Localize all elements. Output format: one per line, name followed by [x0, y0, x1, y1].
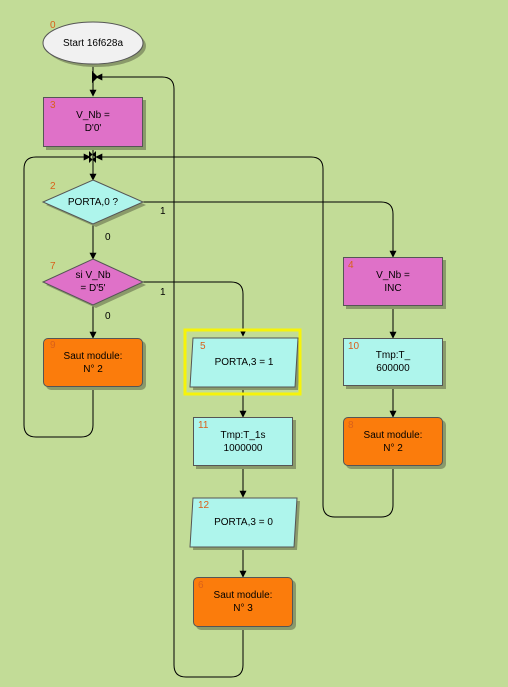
connectors	[23, 63, 397, 678]
io-node-5-number: 5	[200, 341, 206, 352]
start-node-label: Start 16f628a	[62, 37, 124, 49]
jump-node-6-label: Saut module: N° 3	[213, 590, 273, 614]
start-ellipse[interactable]	[42, 21, 144, 65]
jump-node-9[interactable]: Saut module: N° 2	[43, 338, 143, 387]
io-12-shape[interactable]	[189, 497, 298, 548]
io-node-5-label: PORTA,3 = 1	[214, 357, 274, 368]
process-node-4-label: V_Nb = INC	[376, 269, 410, 294]
decision-node-7[interactable]: si V_Nb = D'5'	[43, 259, 143, 305]
start-node-number: 0	[50, 20, 56, 31]
process-node-3-number: 3	[50, 100, 56, 111]
jump-node-6[interactable]: Saut module: N° 3	[193, 577, 293, 627]
decision-node-7-label: si V_Nb = D'5'	[75, 270, 111, 294]
process-node-3[interactable]: V_Nb = D'0'	[43, 97, 143, 147]
jump-node-9-number: 9	[50, 340, 56, 351]
junction-mid	[89, 151, 96, 163]
decision-7-shape[interactable]	[41, 258, 145, 306]
decision-node-2[interactable]: PORTA,0 ?	[43, 180, 143, 224]
jump-node-8[interactable]: Saut module: N° 2	[343, 417, 443, 466]
edge-label-7-no: 0	[105, 311, 111, 322]
jump-node-9-label: Saut module: N° 2	[63, 350, 123, 375]
jump-node-6-number: 6	[198, 580, 204, 591]
process-node-4-number: 4	[348, 260, 354, 271]
start-node[interactable]: Start 16f628a	[43, 22, 143, 64]
io-node-12[interactable]: PORTA,3 = 0	[190, 498, 297, 547]
io-node-12-number: 12	[198, 500, 210, 511]
timer-node-11-label: Tmp:T_1s 1000000	[220, 429, 266, 454]
decision-2-shape[interactable]	[41, 179, 145, 225]
edge-7-yes-to-5	[143, 281, 247, 337]
process-node-3-label: V_Nb = D'0'	[76, 110, 110, 134]
edge-loop-main	[95, 73, 244, 678]
junction-top	[92, 71, 98, 83]
process-node-4[interactable]: V_Nb = INC	[343, 257, 443, 306]
io-node-5[interactable]: PORTA,3 = 1	[190, 338, 298, 387]
decision-node-2-label: PORTA,0 ?	[67, 196, 119, 208]
timer-node-11-number: 11	[198, 420, 209, 431]
edge-loop-right	[95, 153, 394, 518]
edge-loop-left	[23, 153, 94, 438]
junction-markers	[89, 71, 98, 163]
decision-node-2-number: 2	[50, 181, 56, 192]
io-5-shape[interactable]	[189, 337, 299, 388]
timer-node-11[interactable]: Tmp:T_1s 1000000	[193, 417, 293, 466]
jump-node-8-label: Saut module: N° 2	[363, 429, 423, 454]
edge-label-7-yes: 1	[160, 287, 166, 298]
edge-label-2-no: 0	[105, 232, 111, 243]
selection-highlight	[183, 328, 302, 396]
timer-node-10[interactable]: Tmp:T_ 600000	[343, 338, 443, 386]
edge-2-yes-to-4	[143, 201, 397, 258]
timer-node-10-number: 10	[348, 341, 360, 352]
jump-node-8-number: 8	[348, 420, 354, 431]
timer-node-10-label: Tmp:T_ 600000	[375, 350, 411, 374]
decision-node-7-number: 7	[50, 261, 56, 272]
io-node-12-label: PORTA,3 = 0	[214, 517, 273, 528]
edge-label-2-yes: 1	[160, 206, 166, 217]
